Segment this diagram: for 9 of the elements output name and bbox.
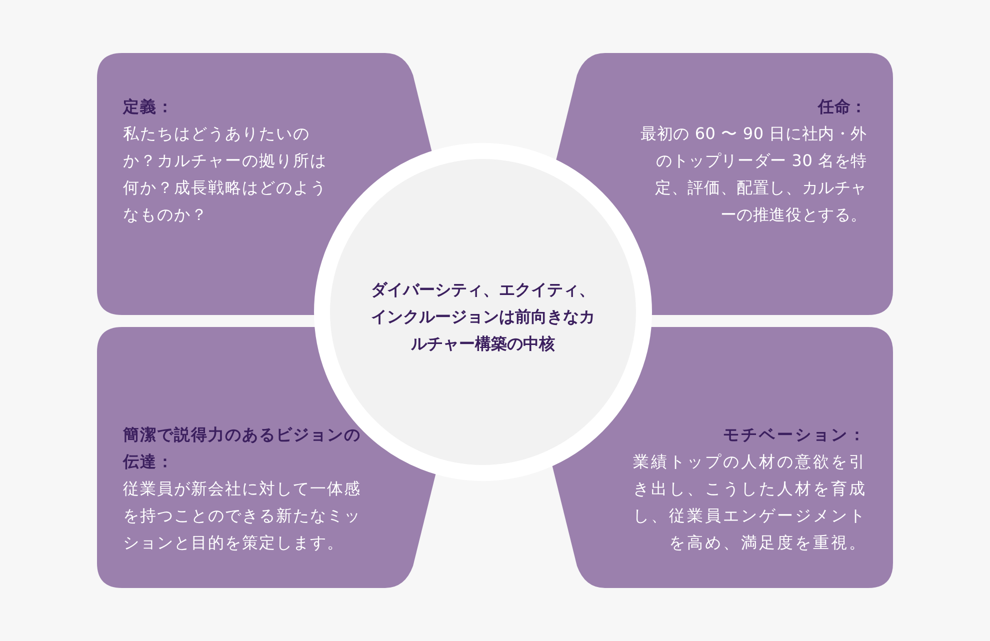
- card-heading: 任命：: [816, 96, 867, 118]
- center-text: ダイバーシティ、エクイティ、インクルージョンは前向きなカルチャー構築の中核: [370, 278, 596, 354]
- card-heading: 簡潔で説得力のあるビジョンの伝達：: [123, 424, 362, 473]
- card-body-text: 私たちはどうありたいのか？カルチャーの拠り所は何か？成長戦略はどのようなものか？: [123, 123, 328, 226]
- card-heading: モチベーション：: [722, 424, 867, 446]
- card-body-text: 業績トップの人材の意欲を引き出し、こうした人材を育成し、従業員エンゲージメントを高め、満足度を重視。: [632, 451, 867, 554]
- card-body-text: 従業員が新会社に対して一体感を持つことのできる新たなミッションと目的を策定します。: [123, 478, 362, 554]
- card-heading: 定義：: [123, 96, 175, 118]
- card-body-text: 最初の 60 〜 90 日に社内・外のトップリーダー 30 名を特定、評価、配置し、カルチャーの推進役とする。: [640, 123, 867, 226]
